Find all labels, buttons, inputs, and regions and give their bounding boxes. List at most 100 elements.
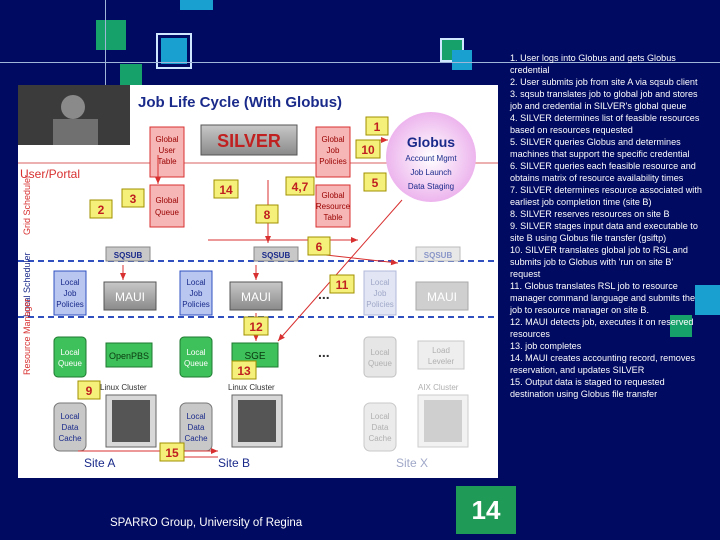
global-resource-table-line: Table: [323, 213, 343, 222]
maui-a: [103, 281, 157, 311]
svg-text:11: 11: [336, 278, 349, 292]
step-note: 10. SILVER translates global job to RSL …: [510, 245, 688, 279]
sqsub-label: SQSUB: [114, 251, 143, 260]
step-note: 14. MAUI creates accounting record, remo…: [510, 353, 695, 375]
global-job-policies-line: Job: [327, 146, 340, 155]
sqsub-box: [253, 246, 299, 262]
step-badge: 15: [159, 442, 185, 462]
local-data-cache-line: Data: [188, 423, 205, 432]
openpbs-label: OpenPBS: [109, 351, 149, 361]
site-a-label: Site A: [84, 456, 115, 470]
svg-text:4,7: 4,7: [292, 180, 309, 194]
user-portal-label: User/Portal: [20, 167, 80, 181]
local-job-policies-line: Policies: [182, 300, 210, 309]
local-queue-line: Queue: [184, 359, 209, 368]
ellipsis: ...: [318, 286, 330, 302]
sqsub-label: SQSUB: [424, 251, 453, 260]
local-data-cache-line: Local: [370, 412, 389, 421]
silver-label: SILVER: [217, 131, 281, 151]
local-queue-line: Local: [370, 348, 389, 357]
local-queue-line: Queue: [58, 359, 83, 368]
diagram-svg: Job Life Cycle (With Globus) User/Portal…: [18, 85, 498, 470]
svg-text:13: 13: [237, 364, 251, 378]
diagram-title: Job Life Cycle (With Globus): [138, 94, 342, 111]
step-note: 12. MAUI detects job, executes it on res…: [510, 317, 694, 339]
user-photo-head: [61, 95, 85, 119]
local-data-cache-line: Data: [62, 423, 79, 432]
local-job-policies-line: Job: [64, 289, 77, 298]
linux-cluster-label: Linux Cluster: [228, 383, 275, 392]
local-data-cache-line: Cache: [184, 434, 208, 443]
sqsub-box: [105, 246, 151, 262]
svg-text:3: 3: [130, 192, 137, 206]
step-badge: 3: [121, 188, 145, 208]
deco-line: [0, 62, 720, 63]
step-note: 5. SILVER queries Globus and determines …: [510, 137, 690, 159]
aix-cluster-label: AIX Cluster: [418, 383, 459, 392]
global-job-policies-line: Policies: [319, 157, 347, 166]
step-badge: 2: [89, 199, 113, 219]
user-photo-body: [53, 119, 98, 145]
step-badge: 4,7: [285, 176, 315, 196]
local-queue-x: [363, 336, 397, 378]
local-data-cache-x: [363, 402, 397, 452]
step-badge: 1: [365, 116, 389, 136]
global-queue-line: Global: [155, 196, 178, 205]
deco-square: [96, 20, 126, 50]
local-job-policies-line: Policies: [366, 300, 394, 309]
svg-text:9: 9: [86, 384, 93, 398]
linux-cluster-label: Linux Cluster: [100, 383, 147, 392]
local-job-policies-x: [363, 270, 397, 316]
step-badge: 14: [213, 179, 239, 199]
globus-line: Account Mgmt: [405, 154, 457, 163]
deco-square: [452, 50, 472, 70]
deco-line: [105, 0, 106, 90]
load-leveler-line: Load: [432, 346, 450, 355]
svg-text:2: 2: [98, 203, 105, 217]
cluster-rack: [238, 400, 276, 442]
grid-scheduler-label: Grid Scheduler: [22, 175, 32, 235]
step-note: 6. SILVER queries each feasible resource…: [510, 161, 696, 183]
openpbs-box: [105, 342, 153, 368]
local-data-cache-line: Cache: [368, 434, 392, 443]
flow-arrow: [277, 199, 403, 342]
step-note: 2. User submits job from site A via sqsu…: [510, 77, 698, 87]
maui-label: MAUI: [115, 290, 145, 304]
deco-square: [120, 64, 142, 86]
maui-x: [415, 281, 469, 311]
local-scheduler-label: Local Scheduler: [22, 252, 32, 317]
job-lifecycle-diagram: Job Life Cycle (With Globus) User/Portal…: [18, 85, 498, 478]
local-job-policies-line: Local: [60, 278, 79, 287]
global-user-table: [149, 126, 185, 178]
svg-text:10: 10: [361, 143, 375, 157]
global-resource-table: [315, 184, 351, 228]
svg-text:6: 6: [316, 240, 323, 254]
sqsub-box: [415, 246, 461, 262]
local-data-cache-a: [53, 402, 87, 452]
step-badge: 6: [307, 236, 331, 256]
load-leveler-line: Leveler: [428, 357, 455, 366]
global-user-table-line: Table: [157, 157, 177, 166]
step-note: 11. Globus translates RSL job to resourc…: [510, 281, 696, 315]
local-job-policies-line: Job: [374, 289, 387, 298]
load-leveler-box: [417, 340, 465, 370]
local-job-policies-b: [179, 270, 213, 316]
maui-label: MAUI: [241, 290, 271, 304]
step-note: 7. SILVER determines resource associated…: [510, 185, 702, 207]
step-note: 15. Output data is staged to requested d…: [510, 377, 665, 399]
step-badge: 5: [363, 172, 387, 192]
deco-square: [180, 0, 213, 10]
local-data-cache-line: Local: [186, 412, 205, 421]
global-job-policies: [315, 126, 351, 178]
deco-square: [670, 315, 692, 337]
footer-text: SPARRO Group, University of Regina: [110, 517, 303, 529]
local-queue-a: [53, 336, 87, 378]
page-number: 14: [456, 486, 516, 534]
sqsub-label: SQSUB: [262, 251, 291, 260]
local-job-policies-a: [53, 270, 87, 316]
svg-text:15: 15: [165, 446, 179, 460]
step-note: 3. sqsub translates job to global job an…: [510, 89, 698, 111]
globus-label: Globus: [407, 134, 455, 150]
local-job-policies-line: Local: [370, 278, 389, 287]
step-note: 13. job completes: [510, 341, 582, 351]
